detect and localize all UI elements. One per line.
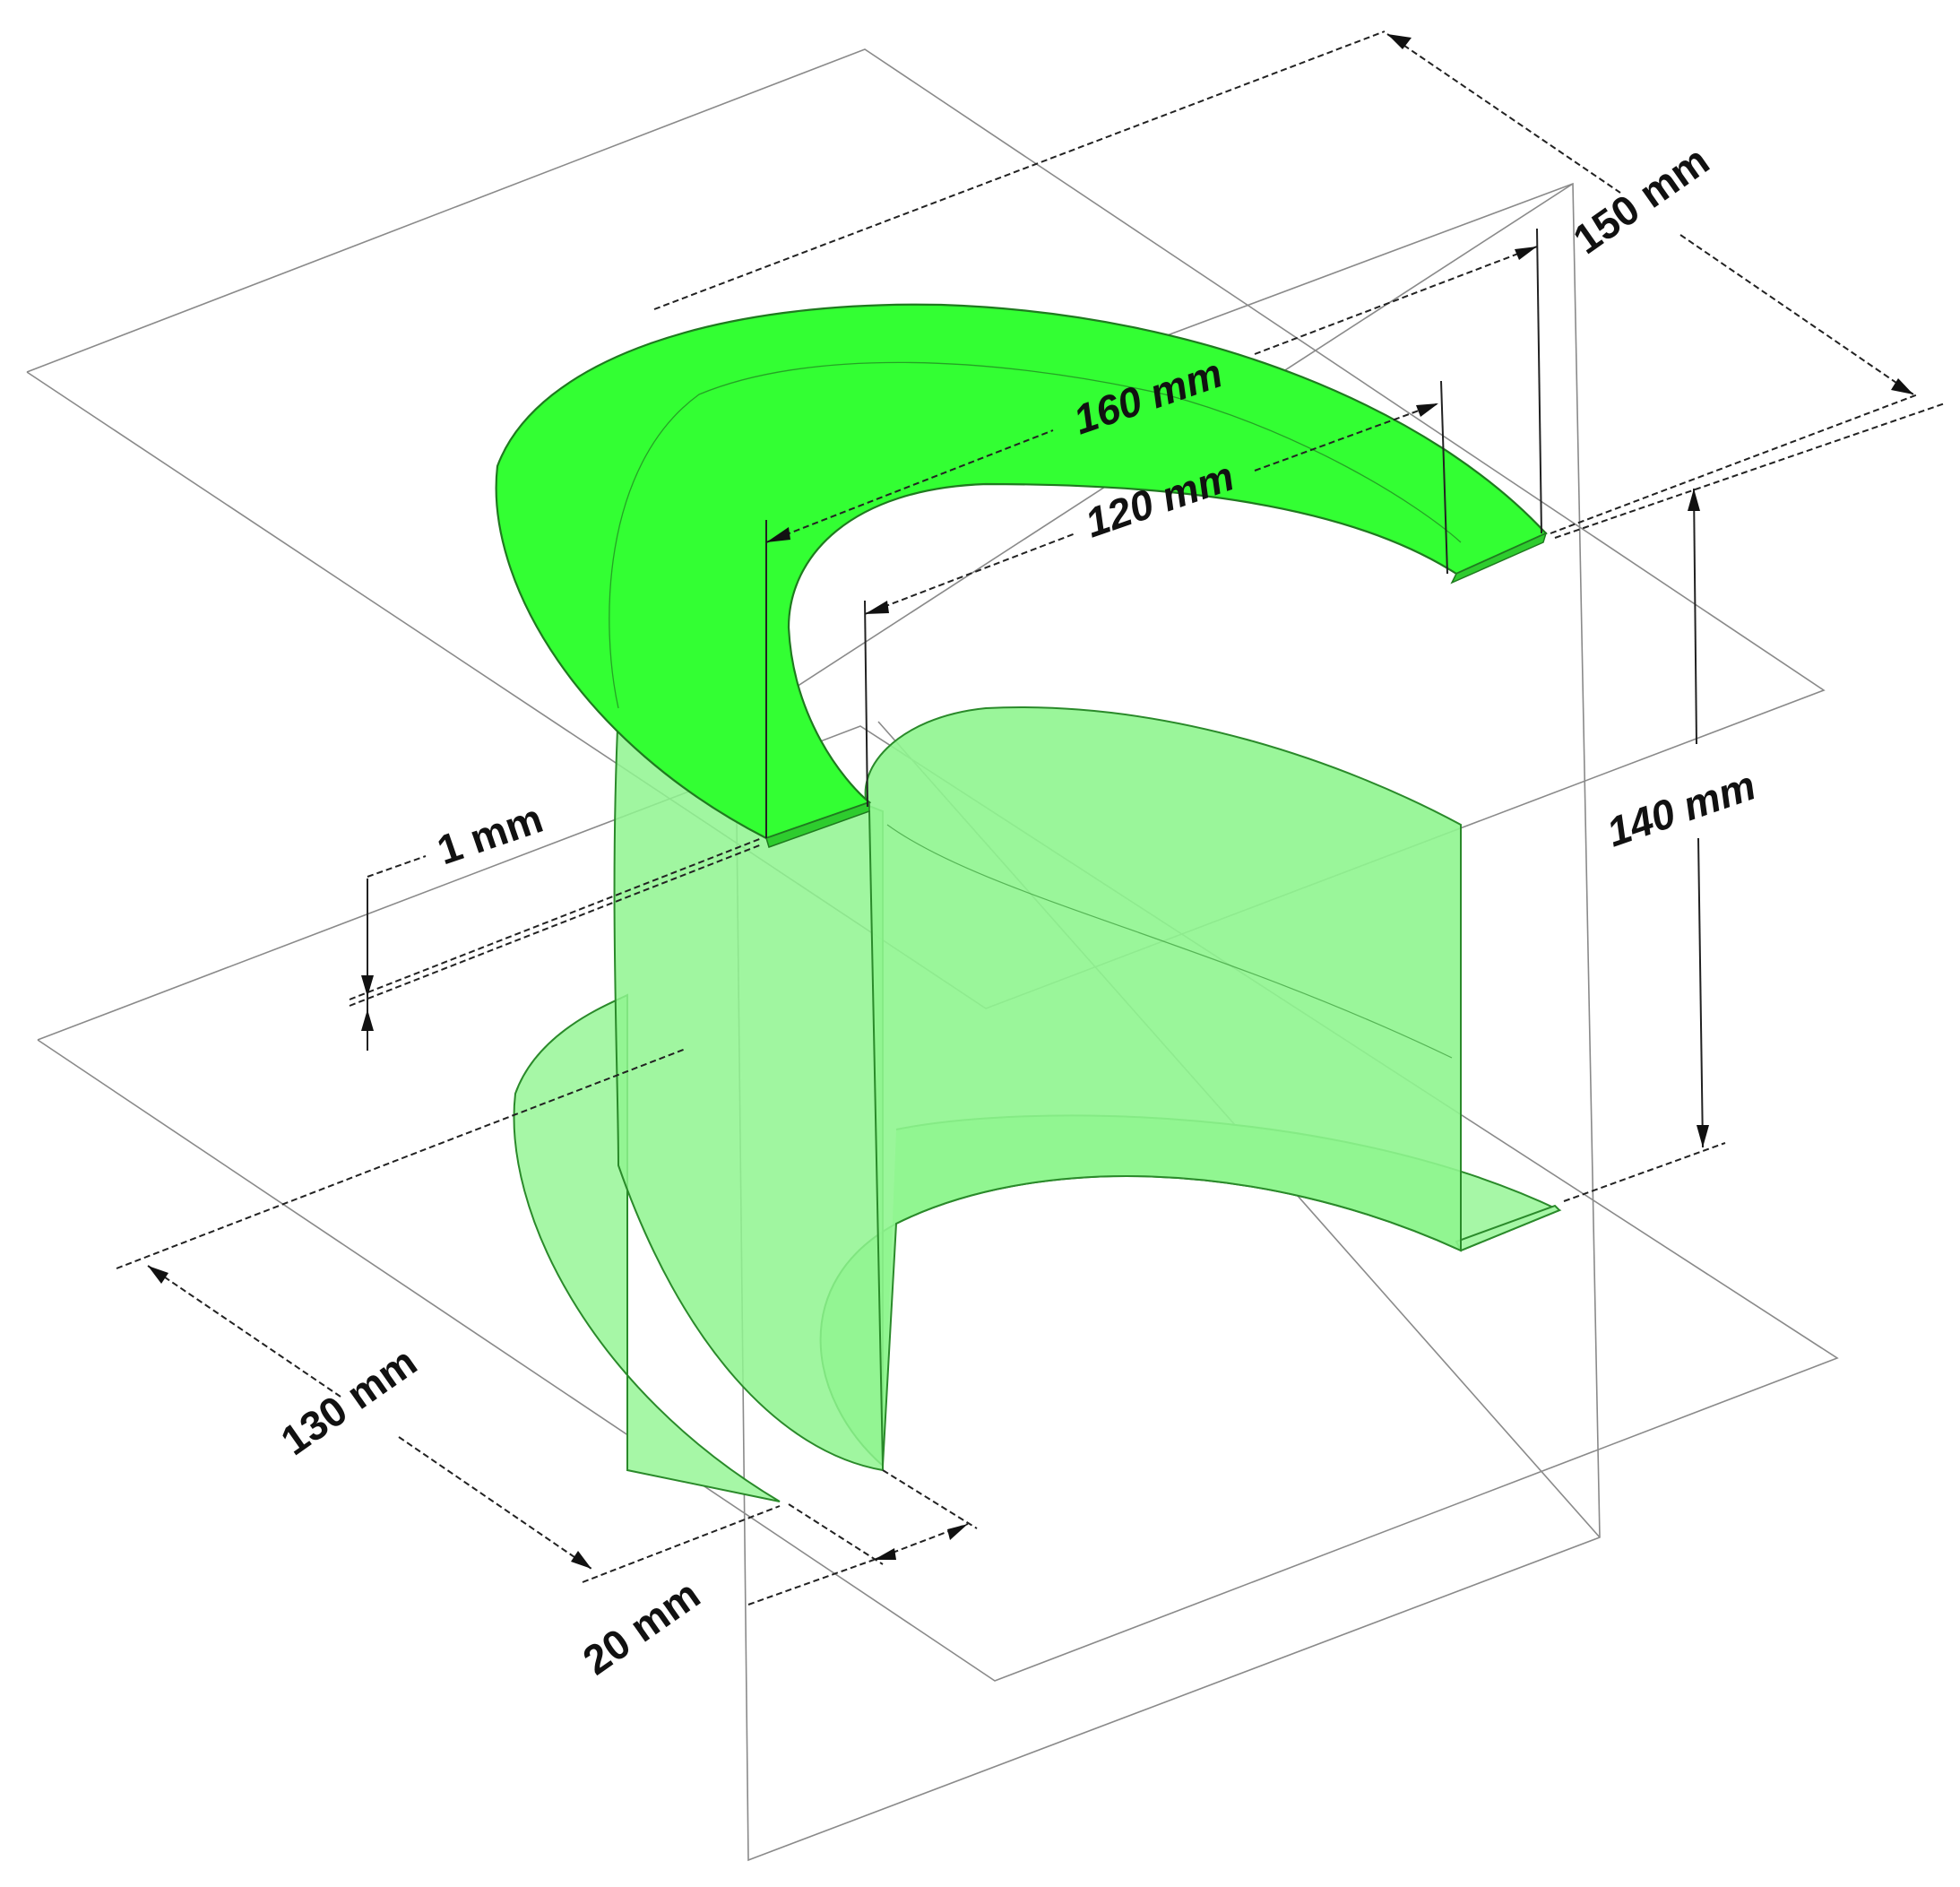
top-flange-lip [765,801,870,848]
arrow-icon [1416,403,1438,417]
dim-20-ext-a [788,1503,884,1565]
arrow-icon [766,527,790,542]
dim-160-ext-right [1536,228,1542,534]
arrow-icon [148,1266,168,1284]
dim-label-1: 1 mm [431,794,548,873]
dim-160-line-2 [1254,246,1538,355]
dim-label-130: 130 mm [272,1337,425,1464]
arrow-icon [1697,1125,1709,1147]
arrowheads [148,34,1913,1569]
top-flange [495,303,1548,848]
top-flange-right-tip [1450,532,1548,584]
dim-130-ext [116,1048,686,1269]
arrow-icon [1387,34,1412,49]
dim-150-ext-top [653,30,1386,310]
arrow-icon [865,601,889,614]
dim-140-ext-bottom [1563,1142,1726,1202]
top-flange-face [495,303,1548,840]
dim-label-150: 150 mm [1565,136,1717,263]
dim-1-ext-b [349,844,763,1007]
dim-label-140: 140 mm [1601,762,1761,856]
dim-160-line [765,429,1054,543]
top-flange-inner-edge [609,361,1462,709]
dim-150-ext-bottom [1550,394,1919,534]
dim-130-line-2 [398,1436,592,1570]
dim-1-ext-a [349,837,763,1000]
wall-inner-shadow [886,824,1453,1059]
dim-130-line [147,1265,341,1398]
curved-wall [613,706,1462,1472]
dim-120-ext-left [864,600,868,808]
wall-inner-face [864,706,1462,1467]
dim-label-20: 20 mm [574,1571,708,1684]
dim-1-leader [367,855,427,878]
dim-140-line [1693,488,1697,745]
arrow-icon [1688,489,1700,511]
dim-150-line [1386,33,1621,194]
arrow-icon [571,1551,591,1569]
arrow-icon [361,1009,374,1031]
arrow-icon [361,975,374,997]
dim-130-ext-b [582,1505,781,1583]
dim-140-line-2 [1697,837,1704,1148]
arrow-icon [1891,378,1913,394]
dim-120-ext-right [1440,380,1448,575]
arrow-icon [947,1524,968,1540]
arrow-icon [1515,247,1537,260]
dim-150-line-2 [1679,234,1914,395]
arrow-icon [874,1548,896,1560]
dim-120-line-2 [1254,403,1439,472]
bottom-flange-face [513,993,781,1502]
dim-120-line [864,532,1076,615]
dim-20-leader [747,1559,875,1606]
dim-140-ext-top [1554,403,1946,539]
dim-20-ext-b [882,1469,978,1529]
